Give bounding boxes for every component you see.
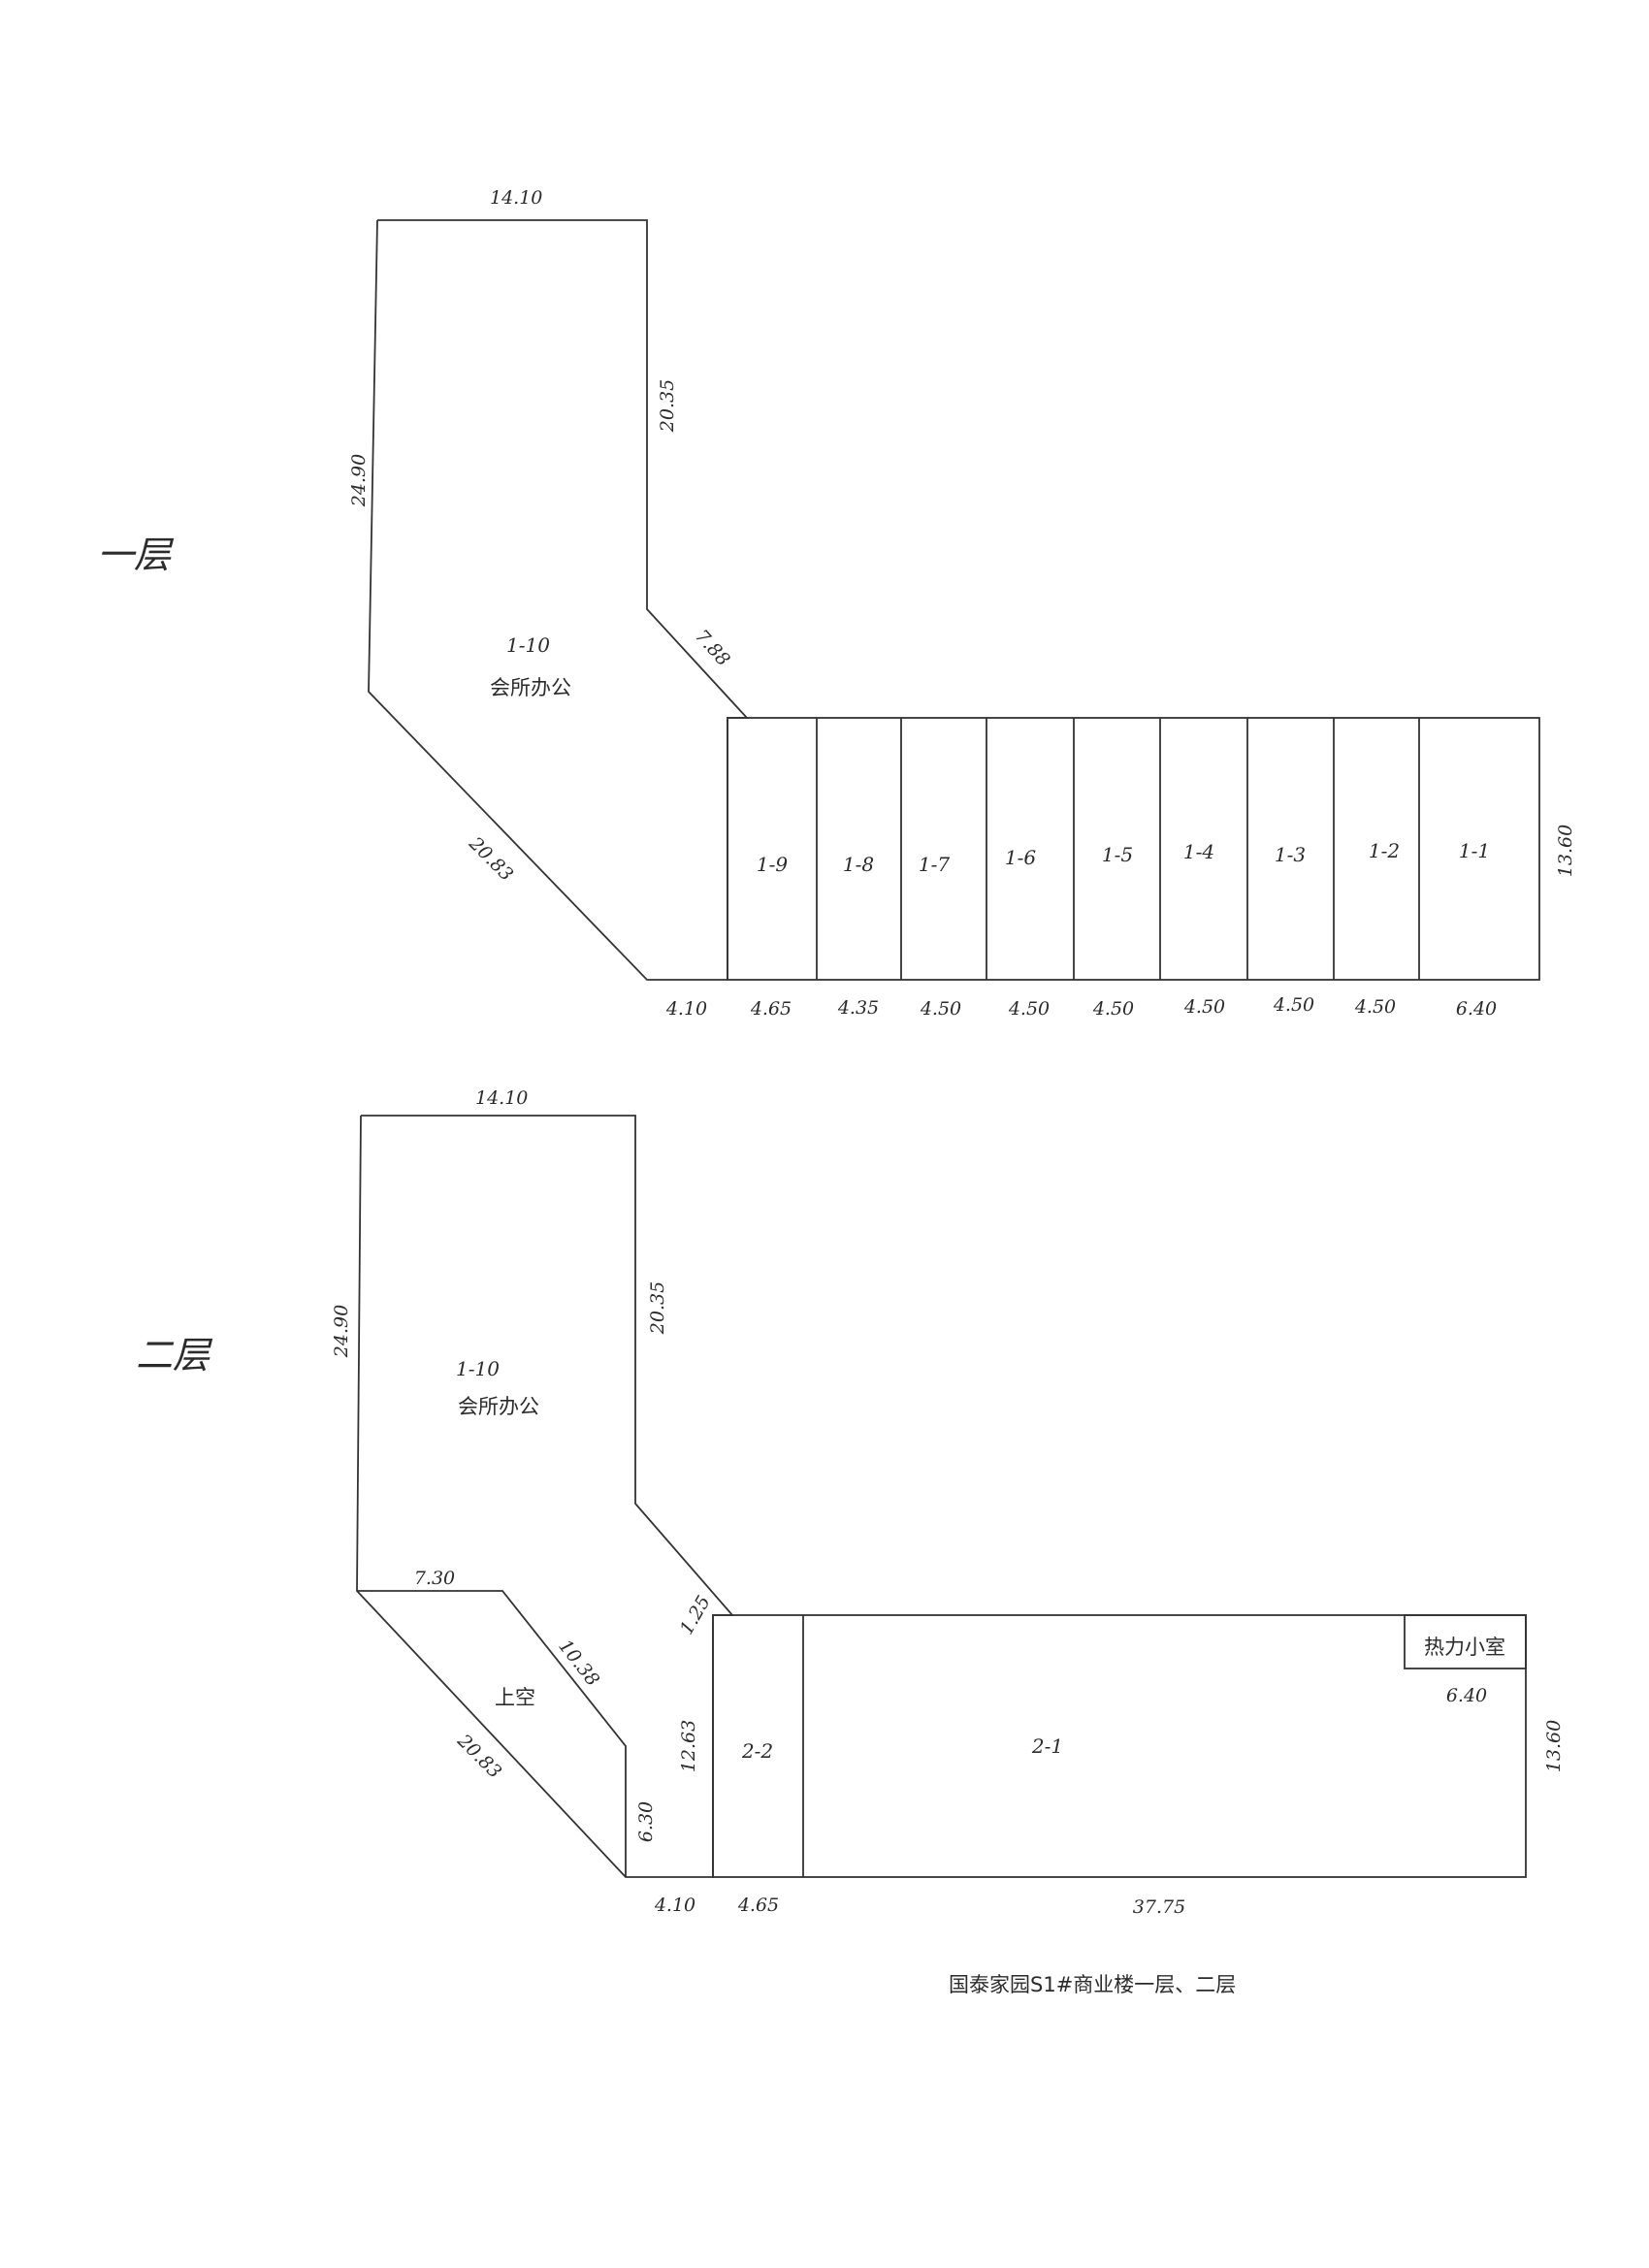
floor1-unit-1-10-outline — [368, 219, 750, 981]
floor2-heat-room-label: 热力小室 — [1424, 1636, 1505, 1659]
floor1-bottom-dim: 4.50 — [1273, 994, 1314, 1016]
floor1-unit-label: 1-9 — [757, 853, 788, 876]
floor2-main-block — [712, 1614, 1527, 1878]
floor2-dim-void-right: 6.30 — [635, 1801, 657, 1842]
floor2-dim-void-diag: 10.38 — [554, 1636, 603, 1690]
floor2-unit-1-10-name: 会所办公 — [458, 1395, 539, 1418]
floor1-bottom-dim: 4.35 — [837, 997, 879, 1019]
floor1-dim-left: 24.90 — [348, 454, 370, 507]
floor1-dim-diag-lower: 20.83 — [465, 832, 518, 886]
floor2-dim-right-upper: 20.35 — [647, 1281, 668, 1335]
floor1-unit-label: 1-3 — [1275, 843, 1306, 866]
floor1-unit-label: 1-4 — [1183, 840, 1214, 863]
floor2-dim-top: 14.10 — [475, 1087, 528, 1109]
floor1-unit-labels: 1-9 1-8 1-7 1-6 1-5 1-4 1-3 1-2 1-1 — [757, 839, 1490, 876]
floor1-unit-label: 1-7 — [919, 853, 950, 876]
floor1-label: 一层 — [97, 534, 175, 576]
floor2-bottom-dims: 4.10 4.65 37.75 — [654, 1895, 1185, 1918]
floor2-bottom-dim: 4.65 — [737, 1895, 779, 1916]
floor1-unit-1-10-name: 会所办公 — [490, 676, 571, 699]
floor2-dim-diag-lower: 20.83 — [453, 1730, 506, 1783]
drawing-caption: 国泰家园S1#商业楼一层、二层 — [949, 1973, 1236, 1996]
floor2-unit-1-10-outline — [356, 1115, 734, 1878]
floor1-dim-right-upper: 20.35 — [657, 379, 678, 433]
floor1-unit-label: 1-2 — [1369, 839, 1400, 862]
floor1-unit-label: 1-8 — [843, 853, 874, 876]
floor2-dim-diag-small: 1.25 — [676, 1592, 715, 1638]
floor2-heat-room — [1404, 1614, 1527, 1669]
floor2-dim-inner-height: 12.63 — [678, 1720, 699, 1772]
floor2-dim-left: 24.90 — [331, 1305, 352, 1358]
floor2-dim-height: 13.60 — [1543, 1720, 1565, 1772]
floor1-shop-row — [727, 717, 1540, 981]
floor1-bottom-dim: 4.65 — [750, 998, 792, 1020]
floor2-void-label: 上空 — [495, 1686, 535, 1709]
floor2-dim-void-top: 7.30 — [414, 1568, 455, 1589]
floor1-unit-label: 1-5 — [1102, 843, 1133, 866]
floor1-bottom-dim: 4.10 — [665, 998, 707, 1020]
floor2-void-outline — [357, 1590, 627, 1877]
floor1-unit-1-10-label: 1-10 — [506, 633, 550, 657]
floor2-unit-1-10-label: 1-10 — [456, 1357, 500, 1380]
floor1-bottom-dim: 4.50 — [1354, 996, 1396, 1018]
floor1-bottom-dim: 4.50 — [920, 998, 961, 1020]
floor1-unit-label: 1-6 — [1005, 846, 1036, 869]
floor2-unit-2-2: 2-2 — [741, 1739, 773, 1763]
floor1-bottom-dims: 4.10 4.65 4.35 4.50 4.50 4.50 4.50 4.50 … — [665, 994, 1497, 1020]
floor1-bottom-dim: 4.50 — [1092, 998, 1134, 1020]
floor1-dim-height: 13.60 — [1555, 825, 1576, 877]
floor1-dim-top: 14.10 — [490, 187, 542, 209]
floor1-bottom-dim: 4.50 — [1183, 996, 1225, 1018]
floor2-bottom-dim: 4.10 — [654, 1895, 695, 1916]
floor1-bottom-dim: 4.50 — [1008, 998, 1050, 1020]
floor1-bottom-dim: 6.40 — [1456, 998, 1497, 1020]
floor1-unit-label: 1-1 — [1459, 839, 1490, 862]
floor2-dim-heat-room: 6.40 — [1446, 1685, 1487, 1706]
floor2-label: 二层 — [136, 1334, 213, 1377]
floor2-unit-2-1: 2-1 — [1031, 1734, 1063, 1758]
floor2-bottom-dim: 37.75 — [1133, 1896, 1185, 1918]
